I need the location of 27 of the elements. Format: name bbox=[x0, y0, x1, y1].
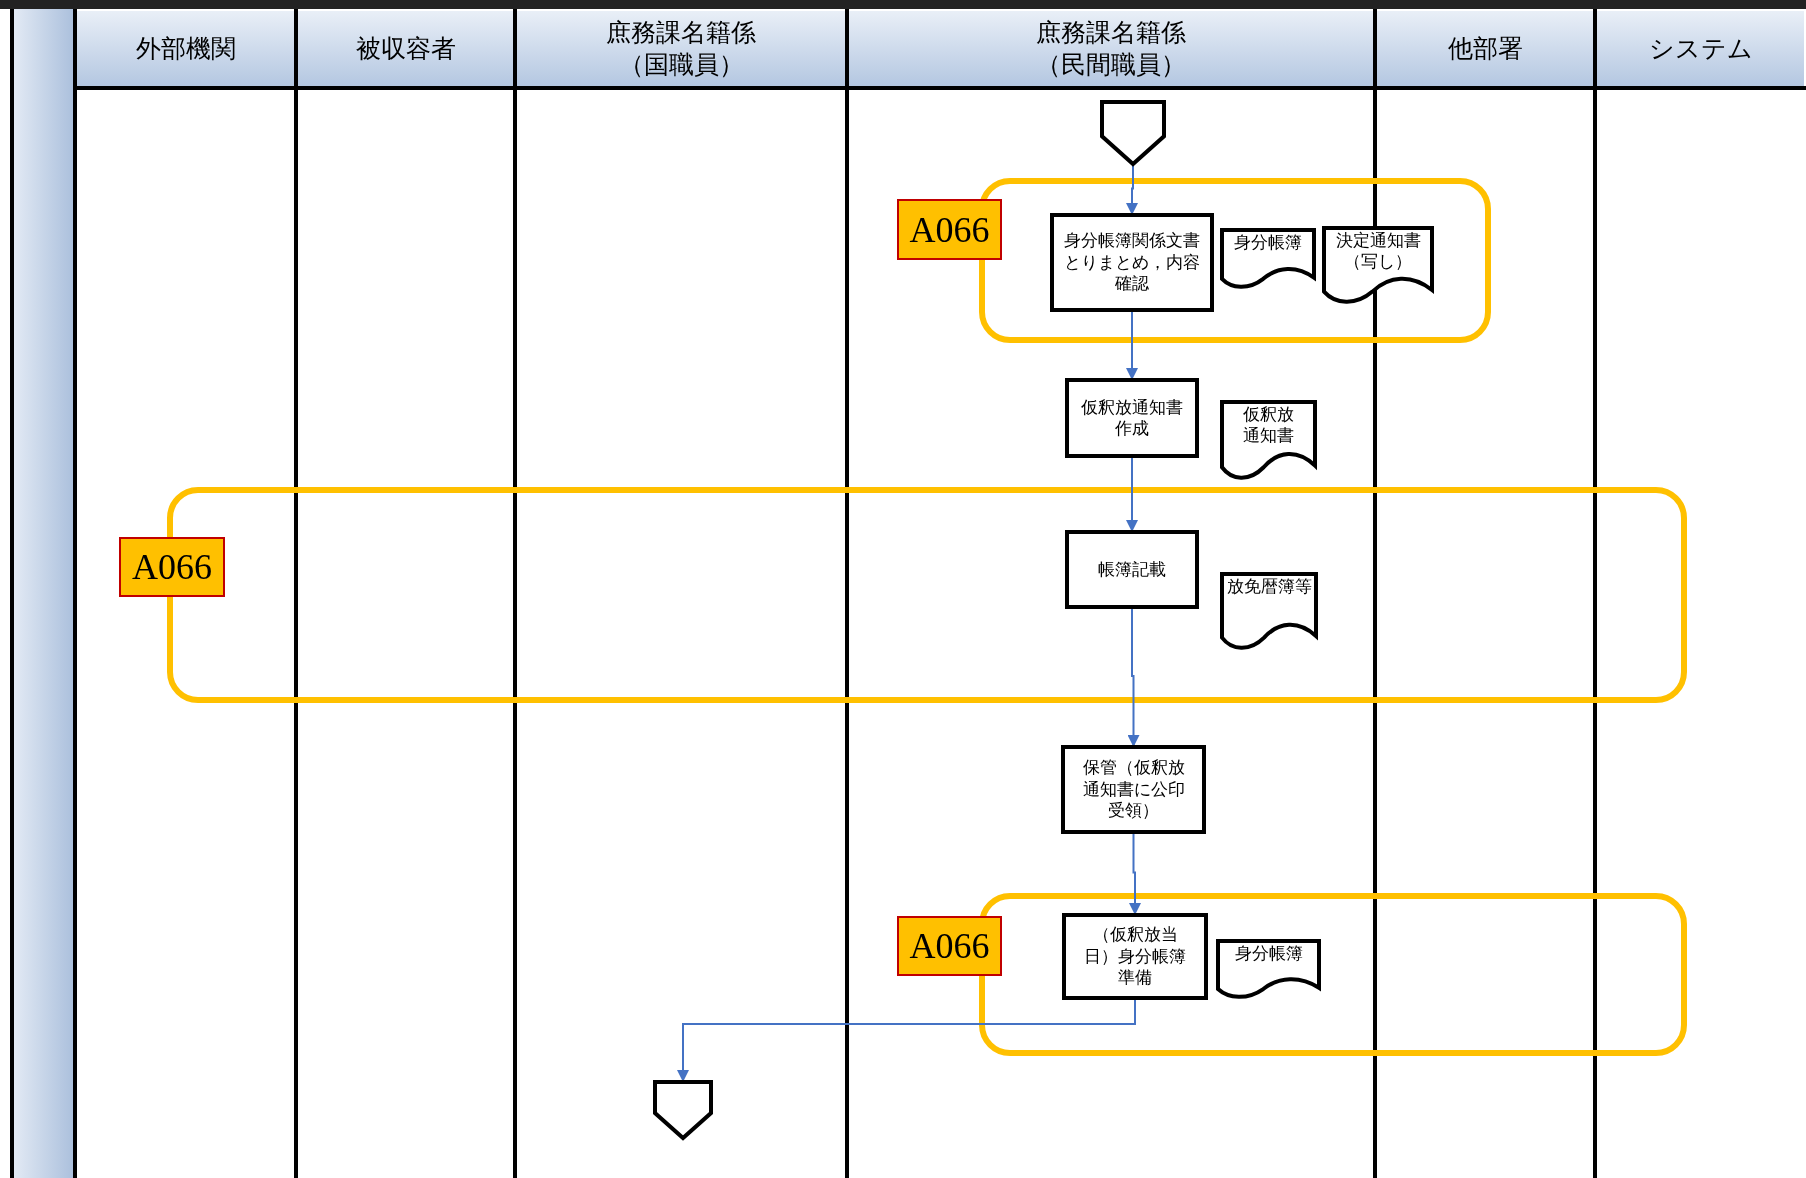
lane-header: 外部機関 bbox=[77, 11, 294, 86]
lane-header: 他部署 bbox=[1377, 11, 1593, 86]
off-page-connector bbox=[653, 1080, 713, 1140]
process-box: 仮釈放通知書作成 bbox=[1065, 378, 1199, 458]
document-shape: 決定通知書（写し） bbox=[1322, 226, 1434, 306]
id-tag: A066 bbox=[897, 199, 1002, 260]
document-shape: 放免暦簿等 bbox=[1220, 572, 1318, 652]
id-tag: A066 bbox=[119, 537, 225, 597]
process-box: 保管（仮釈放通知書に公印受領） bbox=[1061, 745, 1206, 834]
arrow bbox=[1129, 831, 1141, 915]
arrow bbox=[1126, 163, 1138, 215]
lane-header: 庶務課名籍係（民間職員） bbox=[849, 11, 1373, 86]
process-box: （仮釈放当日）身分帳簿準備 bbox=[1062, 913, 1208, 1000]
arrow bbox=[677, 997, 1136, 1082]
off-page-connector bbox=[1100, 100, 1166, 166]
arrow bbox=[1127, 606, 1140, 747]
process-box: 帳簿記載 bbox=[1065, 530, 1199, 609]
lane-header: 庶務課名籍係（国職員） bbox=[517, 11, 845, 86]
document-shape: 仮釈放通知書 bbox=[1220, 400, 1317, 482]
id-tag: A066 bbox=[897, 916, 1002, 976]
process-box: 身分帳簿関係文書とりまとめ，内容確認 bbox=[1050, 213, 1214, 312]
arrow bbox=[1126, 455, 1138, 532]
lane-header: システム bbox=[1597, 11, 1804, 86]
lane-header: 被収容者 bbox=[298, 11, 513, 86]
document-shape: 身分帳簿 bbox=[1216, 939, 1321, 1000]
document-shape: 身分帳簿 bbox=[1220, 228, 1316, 290]
arrow bbox=[1126, 309, 1138, 380]
